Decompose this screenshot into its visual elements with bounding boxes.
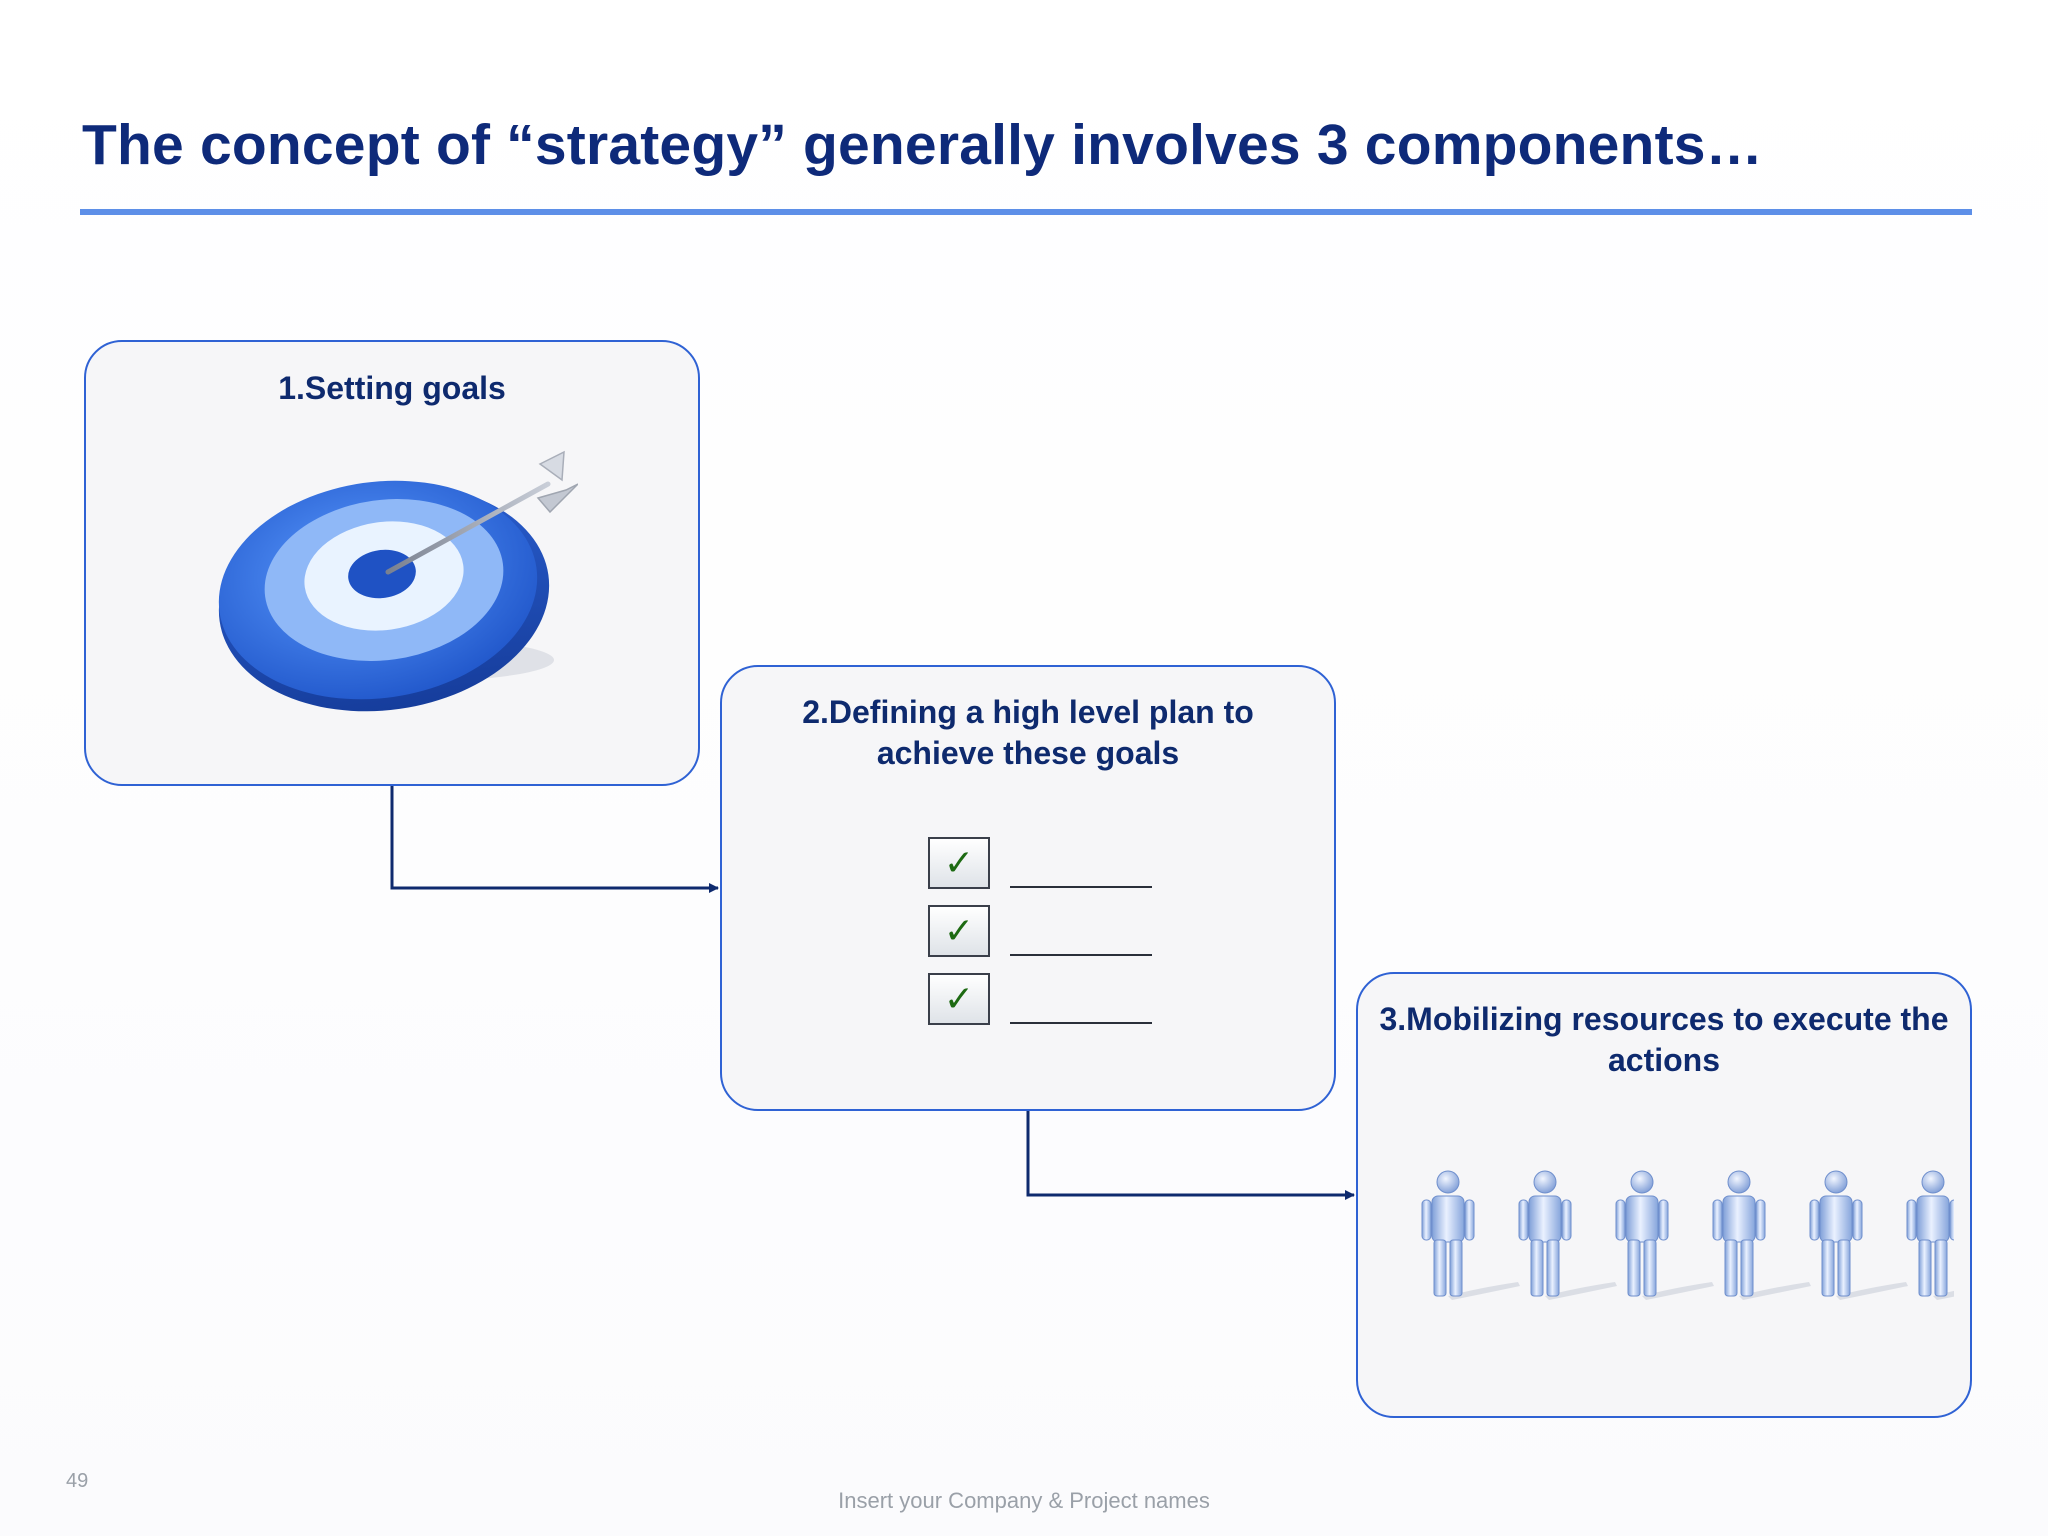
blank-line	[1010, 954, 1152, 956]
title-underline	[80, 209, 1972, 215]
step-title-setting-goals: 1.Setting goals	[278, 370, 506, 406]
slide-title: The concept of “strategy” generally invo…	[82, 113, 1763, 177]
people-icon	[1421, 1170, 1954, 1300]
checklist-item: ✓	[928, 837, 1168, 905]
step-card-mobilizing-resources: 3.Mobilizing resources to execute the ac…	[1356, 972, 1972, 1418]
connector-step2-to-step3	[1026, 1111, 1355, 1200]
check-icon: ✓	[928, 973, 990, 1025]
step-card-setting-goals: 1.Setting goals	[84, 340, 700, 786]
footer-text: Insert your Company & Project names	[838, 1488, 1210, 1513]
checklist-item: ✓	[928, 905, 1168, 973]
step-card-high-level-plan: 2.Defining a high level plan to achieve …	[720, 665, 1336, 1111]
page-number: 49	[66, 1470, 89, 1492]
target-icon	[218, 450, 578, 712]
step-title-high-level-plan: 2.Defining a high level plan to achieve …	[802, 694, 1254, 771]
person-figure	[1809, 1170, 1908, 1300]
person-figure	[1421, 1170, 1520, 1300]
person-figure	[1615, 1170, 1714, 1300]
blank-line	[1010, 1022, 1152, 1024]
person-figure	[1712, 1170, 1811, 1300]
person-figure	[1906, 1170, 1954, 1300]
blank-line	[1010, 886, 1152, 888]
person-figure	[1518, 1170, 1617, 1300]
checklist-item: ✓	[928, 973, 1168, 1041]
check-icon: ✓	[928, 837, 990, 889]
step-title-mobilizing-resources: 3.Mobilizing resources to execute the ac…	[1379, 1001, 1949, 1078]
connector-step1-to-step2	[390, 786, 719, 893]
checklist-icon: ✓ ✓ ✓	[928, 837, 1168, 1041]
check-icon: ✓	[928, 905, 990, 957]
